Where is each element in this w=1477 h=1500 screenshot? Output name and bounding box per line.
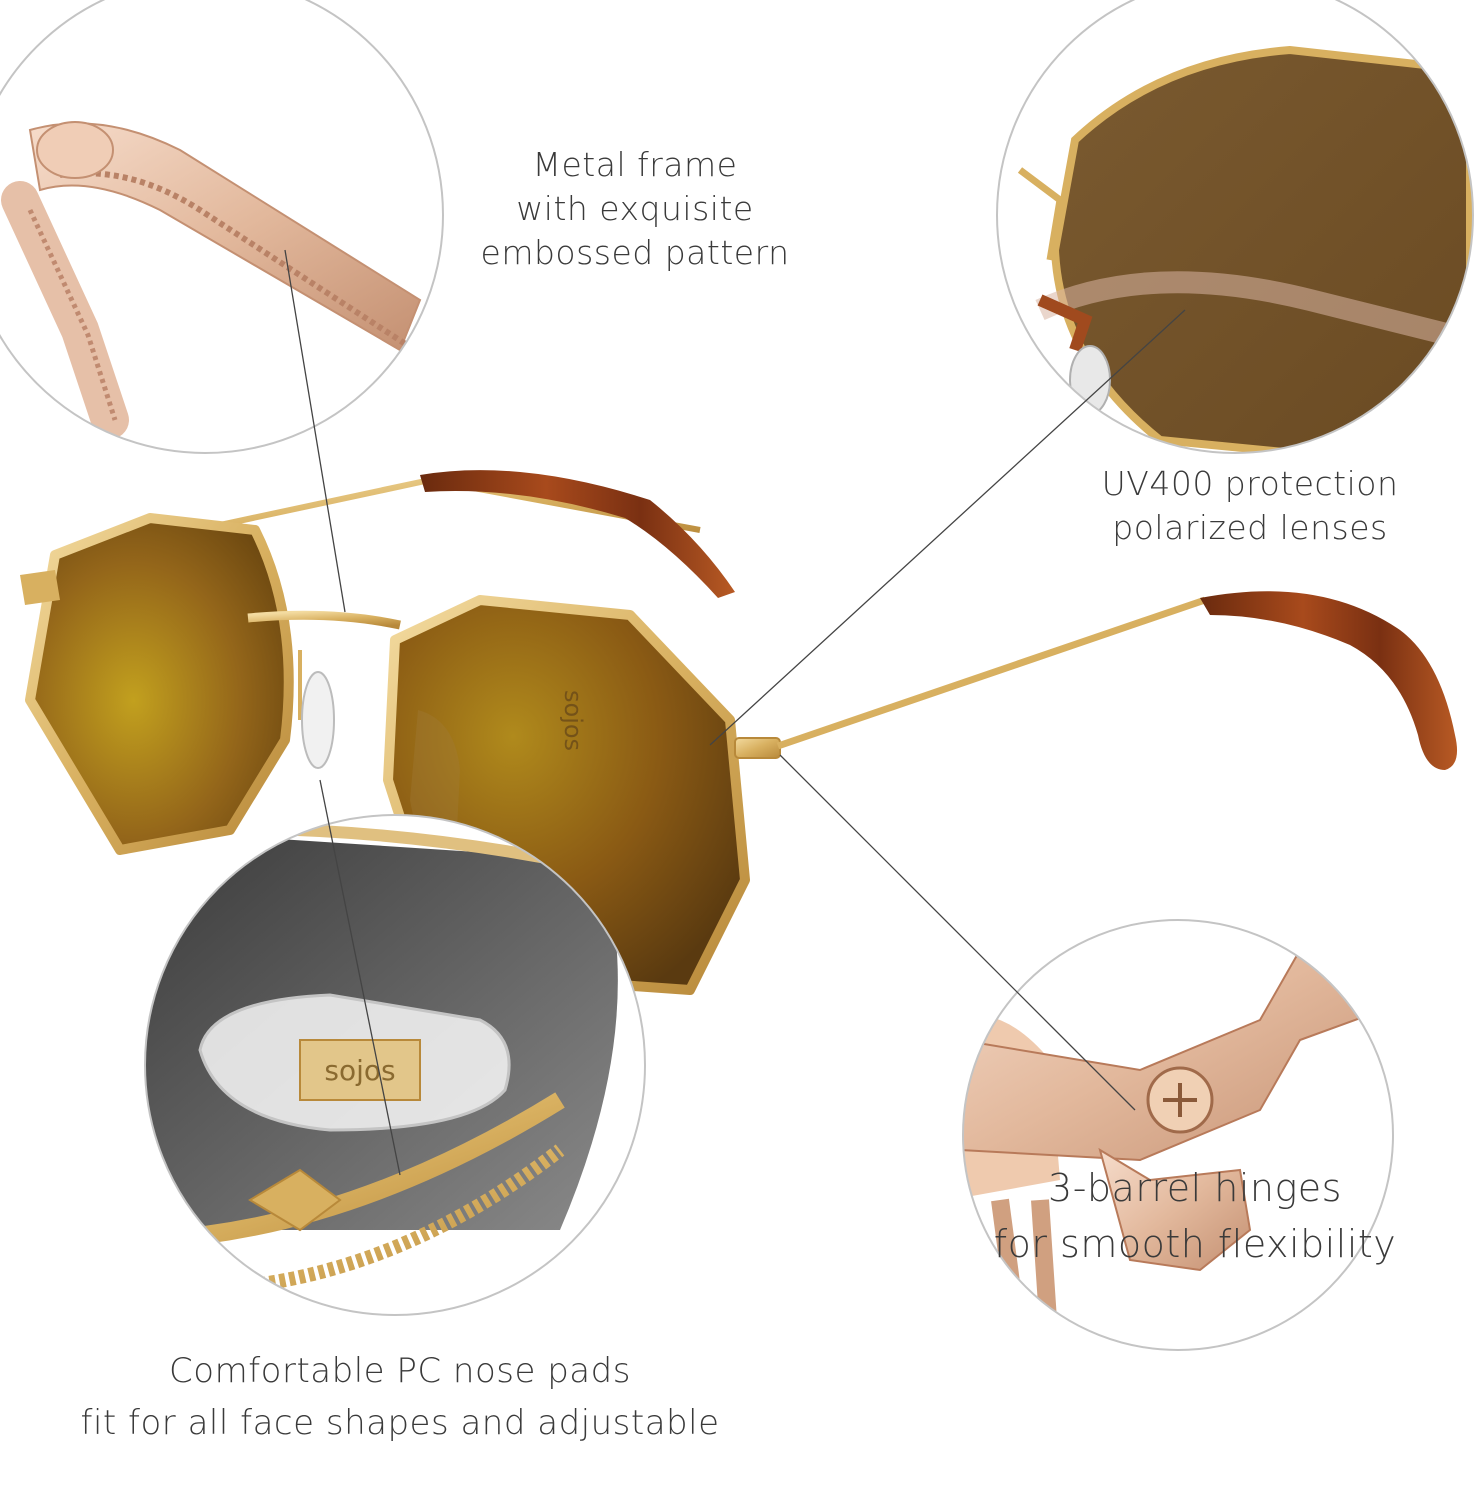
caption-hinges: 3-barrel hinges for smooth flexibility	[980, 1160, 1410, 1272]
caption-nosepads-line1: Comfortable PC nose pads	[169, 1351, 631, 1391]
detail-circle-frame	[0, 0, 444, 454]
caption-lenses: UV400 protection polarized lenses	[1080, 462, 1420, 550]
detail-circle-nosepad: sojos	[144, 814, 646, 1316]
caption-hinges-line2: for smooth flexibility	[993, 1222, 1397, 1266]
caption-frame-line1: Metal frame	[532, 145, 738, 184]
callout-lines	[284, 249, 1186, 1176]
caption-hinges-line1: 3-barrel hinges	[1048, 1166, 1342, 1210]
detail-circle-hinge	[962, 919, 1394, 1351]
caption-lenses-line2: polarized lenses	[1112, 508, 1388, 547]
nose-pad-icon	[301, 671, 335, 769]
nose-pad-brand-mark: sojos	[324, 1054, 395, 1087]
bridge	[247, 610, 401, 630]
back-temple-tip	[420, 470, 735, 598]
nose-pad-plate	[299, 1039, 421, 1101]
caption-frame-line2: with exquisite	[516, 189, 754, 228]
caption-lenses-line1: UV400 protection	[1101, 464, 1399, 503]
lens-brand-mark: sojos	[559, 690, 587, 751]
caption-frame-line3: embossed pattern	[480, 233, 790, 272]
caption-nosepads-line2: fit for all face shapes and adjustable	[80, 1403, 720, 1443]
left-lens	[25, 513, 294, 855]
right-temple-tip	[1200, 591, 1458, 770]
detail-circle-lens	[996, 0, 1474, 454]
right-temple	[776, 596, 1207, 750]
caption-frame: Metal frame with exquisite embossed patt…	[440, 143, 830, 275]
caption-nosepads: Comfortable PC nose pads fit for all fac…	[40, 1345, 760, 1449]
hinge	[734, 737, 781, 759]
